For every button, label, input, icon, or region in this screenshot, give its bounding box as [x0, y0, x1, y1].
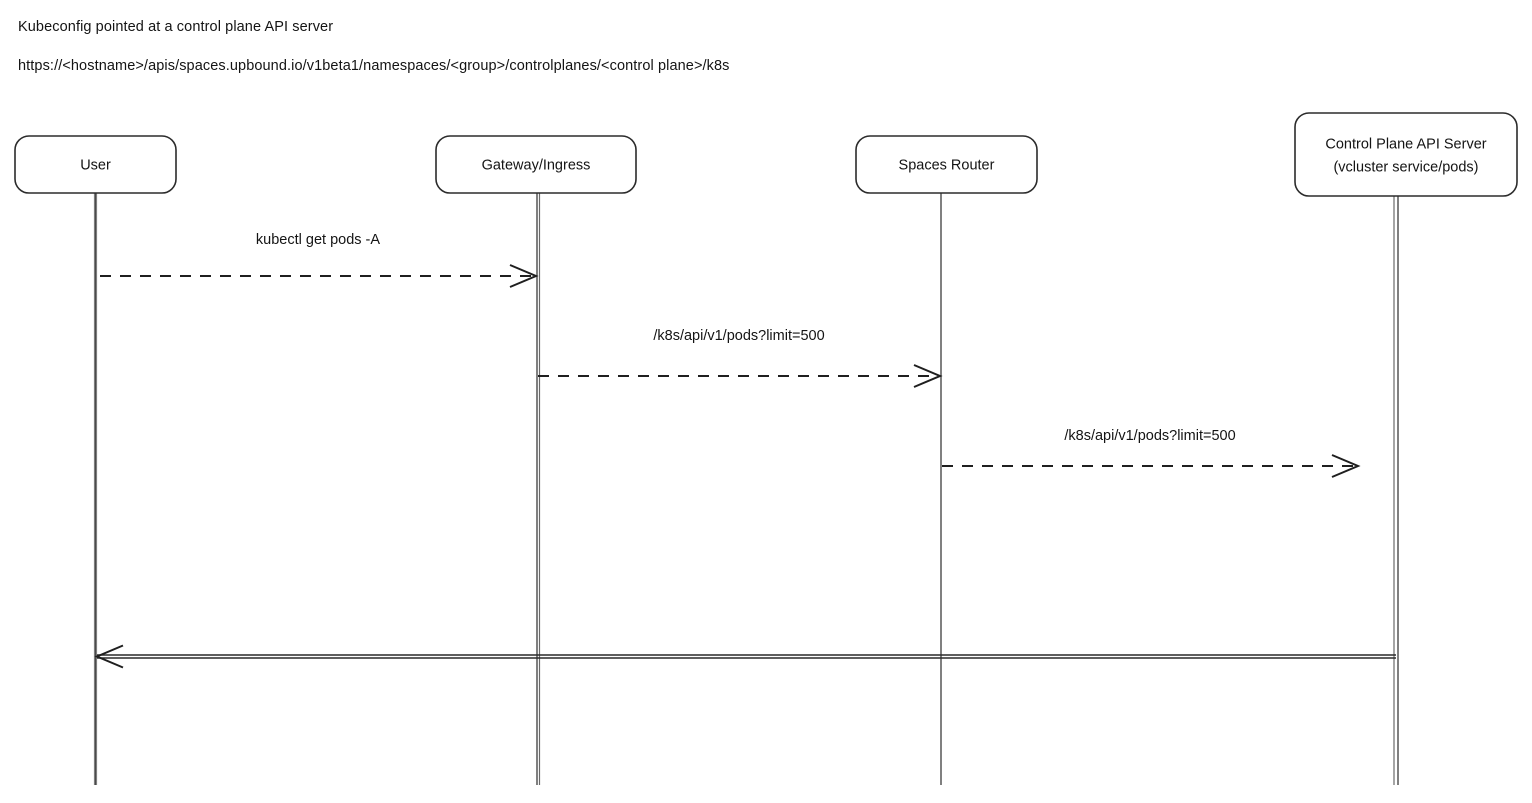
participant-user[interactable]: User — [14, 135, 177, 194]
participant-box-gateway[interactable] — [435, 135, 637, 194]
participant-box-apiserver[interactable] — [1294, 112, 1518, 197]
participant-label-gateway: Gateway/Ingress — [482, 157, 591, 173]
lifelines-group — [93, 193, 1399, 785]
participant-apiserver[interactable]: Control Plane API Server (vcluster servic… — [1294, 112, 1518, 197]
participant-label-user: User — [80, 157, 111, 173]
message-msg-4 — [94, 644, 1396, 669]
arrow-head-msg-1 — [509, 264, 539, 288]
message-msg-3: /k8s/api/v1/pods?limit=500 — [942, 428, 1361, 478]
participant-sublabel-apiserver: (vcluster service/pods) — [1333, 159, 1478, 175]
messages-group: kubectl get pods -A/k8s/api/v1/pods?limi… — [94, 232, 1396, 669]
arrow-head-msg-3 — [1331, 454, 1361, 478]
page-title: Kubeconfig pointed at a control plane AP… — [18, 19, 334, 35]
message-label-msg-3: /k8s/api/v1/pods?limit=500 — [1064, 428, 1235, 444]
actors-group: User Gateway/Ingress Spaces Router Control … — [14, 112, 1518, 197]
arrow-head-msg-4 — [94, 644, 124, 669]
kubeconfig-url-text: https://<hostname>/apis/spaces.upbound.i… — [18, 58, 730, 74]
participant-label-apiserver: Control Plane API Server — [1325, 136, 1486, 152]
message-label-msg-1: kubectl get pods -A — [256, 232, 380, 248]
message-msg-2: /k8s/api/v1/pods?limit=500 — [538, 328, 943, 388]
participant-gateway[interactable]: Gateway/Ingress — [435, 135, 637, 194]
participant-router[interactable]: Spaces Router — [855, 135, 1038, 194]
participant-box-user[interactable] — [14, 135, 177, 194]
participant-box-router[interactable] — [855, 135, 1038, 194]
message-label-msg-2: /k8s/api/v1/pods?limit=500 — [653, 328, 824, 344]
arrow-head-msg-2 — [913, 364, 943, 388]
participant-label-router: Spaces Router — [899, 157, 995, 173]
message-msg-1: kubectl get pods -A — [100, 232, 539, 288]
